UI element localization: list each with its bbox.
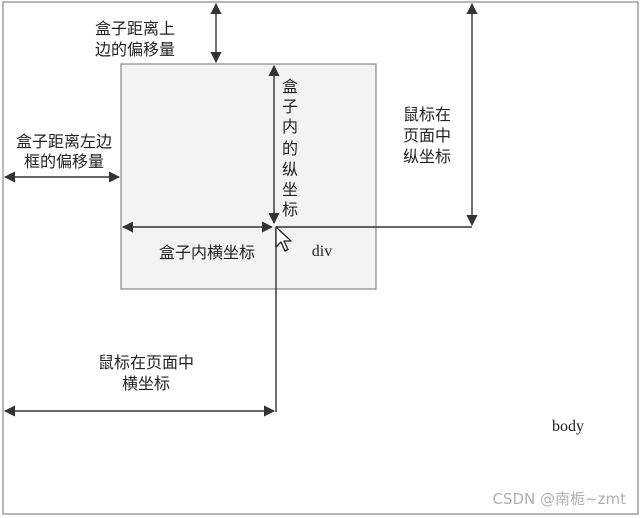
- div-box: [120, 63, 377, 290]
- body-label: body: [552, 418, 584, 435]
- mouse-page-y-label-2: 页面中: [403, 126, 451, 145]
- svg-text:子: 子: [282, 97, 298, 116]
- box-left-offset-label-1: 盒子距离左边: [16, 132, 112, 151]
- mouse-page-y-label-1: 鼠标在: [403, 105, 451, 124]
- box-top-offset-label-1: 盒子距离上: [95, 19, 175, 38]
- svg-text:坐: 坐: [282, 180, 298, 199]
- svg-text:的: 的: [282, 139, 298, 158]
- box-top-offset-label-2: 边的偏移量: [95, 40, 175, 59]
- mouse-page-x-label-2: 横坐标: [122, 374, 170, 393]
- box-inner-x-label: 盒子内横坐标: [159, 243, 255, 262]
- box-inner-y-label: 盒 子 内 的 纵 坐 标: [282, 77, 298, 219]
- box-left-offset-label-2: 框的偏移量: [24, 152, 104, 171]
- svg-text:内: 内: [282, 117, 298, 136]
- mouse-page-x-label-1: 鼠标在页面中: [98, 353, 194, 372]
- mouse-page-y-label-3: 纵坐标: [403, 147, 451, 166]
- mouse-cursor-icon: [275, 226, 292, 252]
- svg-text:纵: 纵: [282, 160, 298, 179]
- svg-text:标: 标: [282, 200, 298, 219]
- svg-text:盒: 盒: [282, 77, 298, 96]
- div-label: div: [312, 243, 332, 260]
- watermark: CSDN @南栀~zmt: [493, 490, 627, 508]
